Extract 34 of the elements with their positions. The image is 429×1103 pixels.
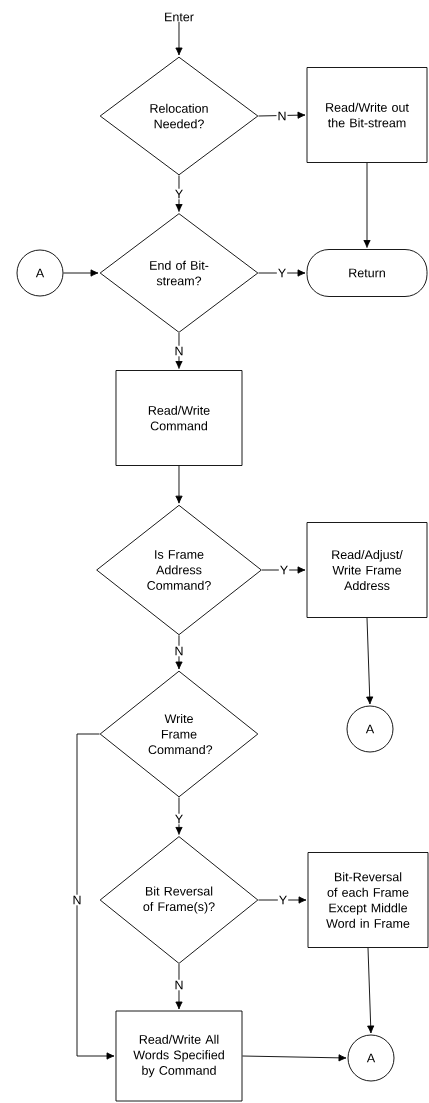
edge-label: Y (278, 564, 290, 576)
arrow (175, 634, 183, 670)
arrow (175, 332, 183, 369)
edge-label: Y (173, 813, 185, 825)
arrow (367, 947, 375, 1034)
arrow (258, 111, 306, 119)
arrow (175, 21, 183, 56)
edge-label: Y (276, 267, 288, 279)
process-box: Read/Adjust/ Write Frame Address (306, 522, 428, 618)
arrow (76, 733, 115, 1060)
process-box: Read/Write out the Bit-stream (306, 67, 428, 163)
arrow (258, 896, 307, 904)
arrow (63, 269, 99, 277)
process-box: Read/Write All Words Specified by Command (115, 1010, 243, 1102)
process-box: Read/Write Command (115, 370, 243, 466)
edge-label: Y (277, 894, 289, 906)
arrow (175, 963, 183, 1010)
arrow (363, 162, 371, 248)
arrow (242, 1054, 347, 1062)
start-label: Enter (165, 12, 194, 22)
edge-label: Y (173, 188, 185, 200)
edge-label: N (173, 979, 185, 991)
arrow (175, 465, 183, 504)
edge-label: N (276, 110, 288, 122)
edge-label: N (173, 345, 185, 357)
arrow (258, 269, 306, 277)
arrow (175, 175, 183, 212)
arrow (175, 797, 183, 835)
arrow (261, 566, 306, 574)
terminal-box: Return (306, 249, 428, 297)
edge-label: N (173, 645, 185, 657)
edge-label: N (71, 894, 83, 906)
arrow (366, 617, 374, 705)
process-box: Bit-Reversal of each Frame Except Middle Word in Frame (307, 852, 429, 948)
